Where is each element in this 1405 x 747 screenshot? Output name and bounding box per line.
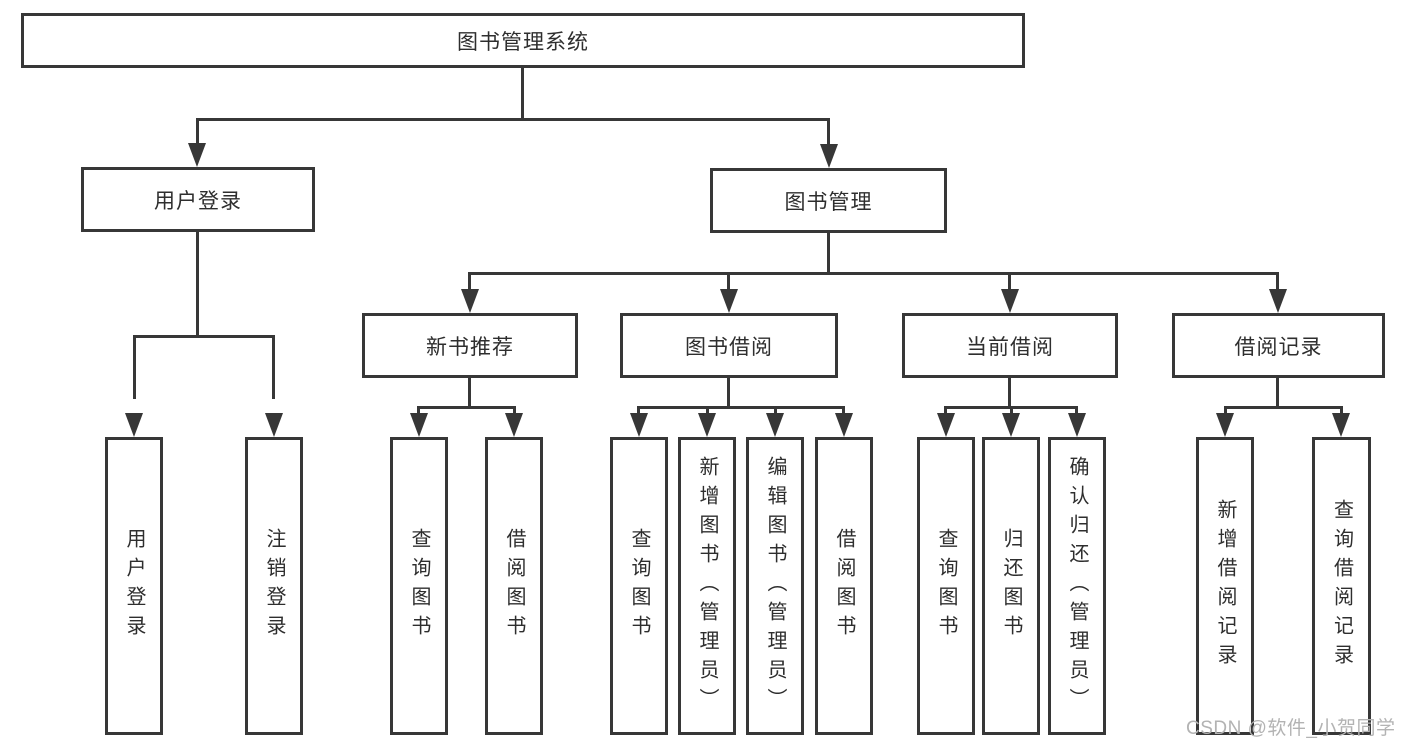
connector-line [944,406,947,418]
arrow-down-icon [125,413,143,437]
arrow-down-icon [410,413,428,437]
leaf-user-login: 用户登录 [105,437,163,735]
connector-line [133,335,275,338]
connector-line [827,233,830,274]
connector-line [1008,272,1011,292]
connector-line [468,378,471,409]
arrow-down-icon [188,143,206,167]
arrow-down-icon [505,413,523,437]
node-label: 图书管理 [784,190,873,214]
leaf-borrow-book-recommend: 借阅图书 [485,437,543,735]
arrow-down-icon [265,413,283,437]
leaf-confirm-return-admin: 确认归还（管理员） [1048,437,1106,735]
leaf-borrow-book: 借阅图书 [815,437,873,735]
node-label: 新增图书（管理员） [696,455,718,717]
node-label: 注销登录 [263,528,285,644]
node-label: 借阅图书 [833,528,855,644]
node-current-borrow: 当前借阅 [902,313,1118,378]
leaf-query-book-borrow: 查询图书 [610,437,668,735]
leaf-add-book-admin: 新增图书（管理员） [678,437,736,735]
leaf-query-book-recommend: 查询图书 [390,437,448,735]
arrow-down-icon [720,289,738,313]
node-borrow-records: 借阅记录 [1172,313,1385,378]
arrow-down-icon [835,413,853,437]
arrow-down-icon [1002,413,1020,437]
arrow-down-icon [630,413,648,437]
node-label: 图书借阅 [685,335,773,359]
connector-line [417,406,516,409]
connector-line [706,406,709,418]
node-label: 查询图书 [628,528,650,644]
arrow-down-icon [766,413,784,437]
node-label: 借阅图书 [503,528,525,644]
connector-line [1276,272,1279,292]
connector-line [468,272,471,292]
connector-line [1340,406,1343,418]
node-label: 确认归还（管理员） [1066,455,1088,717]
node-label: 编辑图书（管理员） [764,455,786,717]
arrow-down-icon [461,289,479,313]
connector-line [196,118,830,121]
connector-line [1224,406,1227,418]
node-book-management: 图书管理 [710,168,947,233]
connector-line [827,118,830,150]
connector-line [774,406,777,418]
connector-line [637,406,640,418]
connector-line [842,406,845,418]
connector-line [1008,378,1011,409]
arrow-down-icon [1068,413,1086,437]
arrow-down-icon [937,413,955,437]
leaf-add-borrow-record: 新增借阅记录 [1196,437,1254,735]
node-label: 新增借阅记录 [1214,499,1236,673]
node-label: 归还图书 [1000,528,1022,644]
connector-line [133,335,136,399]
connector-line [196,232,199,337]
connector-line [196,118,199,150]
node-label: 查询图书 [935,528,957,644]
connector-line [1010,406,1013,418]
node-label: 用户登录 [123,528,145,644]
arrow-down-icon [698,413,716,437]
node-label: 查询图书 [408,528,430,644]
node-label: 借阅记录 [1234,335,1323,359]
node-label: 图书管理系统 [457,30,589,54]
arrow-down-icon [820,144,838,168]
leaf-return-book: 归还图书 [982,437,1040,735]
node-root-library-system: 图书管理系统 [21,13,1025,68]
node-label: 查询借阅记录 [1330,499,1353,673]
leaf-logout: 注销登录 [245,437,303,735]
leaf-edit-book-admin: 编辑图书（管理员） [746,437,804,735]
leaf-query-borrow-record: 查询借阅记录 [1312,437,1371,735]
leaf-query-book-current: 查询图书 [917,437,975,735]
node-new-book-recommend: 新书推荐 [362,313,578,378]
csdn-watermark: CSDN @软件_小贺同学 [1186,718,1396,739]
connector-line [417,406,420,418]
connector-line [1276,378,1279,409]
node-user-login: 用户登录 [81,167,315,232]
connector-line [727,272,730,292]
connector-line [513,406,516,418]
node-label: 用户登录 [154,189,242,213]
arrow-down-icon [1332,413,1350,437]
connector-line [1224,406,1343,409]
connector-line [1075,406,1078,418]
node-label: 当前借阅 [966,335,1054,359]
node-book-borrow: 图书借阅 [620,313,838,378]
connector-line [272,335,275,399]
connector-line [637,406,845,409]
node-label: 新书推荐 [426,335,514,359]
arrow-down-icon [1269,289,1287,313]
arrow-down-icon [1001,289,1019,313]
arrow-down-icon [1216,413,1234,437]
connector-line [727,378,730,409]
connector-line [521,68,524,120]
connector-line [468,272,1279,275]
